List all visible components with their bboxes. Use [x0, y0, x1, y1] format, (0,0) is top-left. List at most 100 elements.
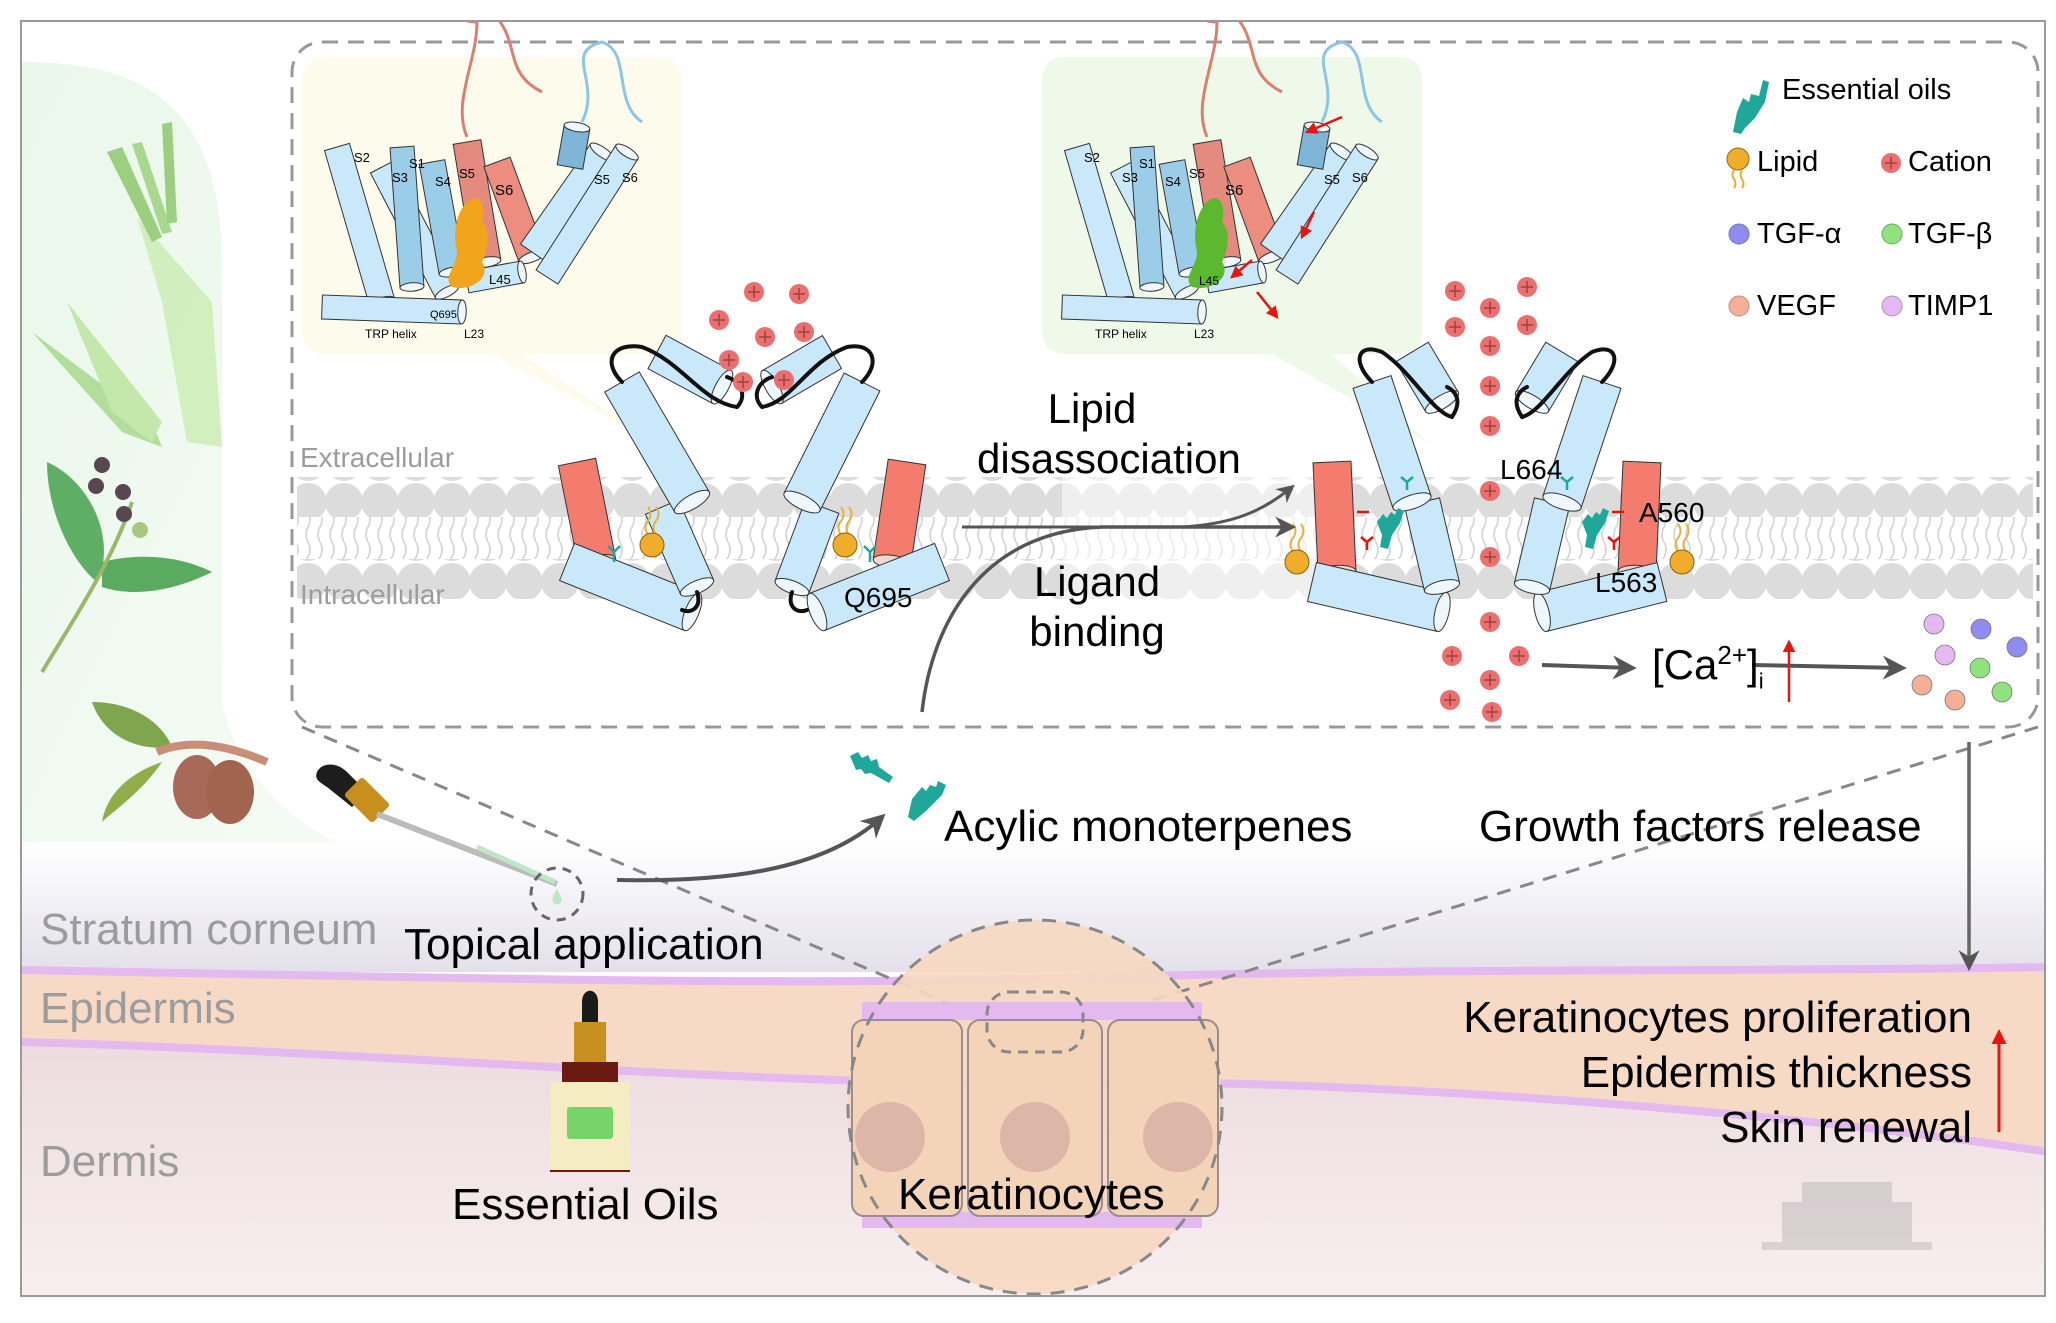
insetL-blue-loop: [580, 40, 643, 124]
topical-application-caption: Topical application: [404, 920, 764, 969]
insetL-short-helix-body: [556, 121, 591, 170]
conformational-change-arrow-0: [1304, 115, 1343, 134]
open-left-s4-helix: [1352, 375, 1432, 512]
growth-factor-dot-4: [1969, 657, 1991, 679]
diagram-canvas: [22, 22, 2044, 1295]
cation-plus: [1484, 551, 1496, 563]
open-left-s4-helix-cap: [1392, 492, 1432, 512]
open-right-pore-helix-body: [1514, 341, 1579, 414]
calcium-charge: 2+: [1717, 640, 1748, 670]
watermark-building: [1762, 1182, 1932, 1250]
cation-plus: [1484, 616, 1496, 628]
growth-factor-dot-5: [1911, 674, 1933, 696]
growth-factor-dot-6: [1944, 689, 1966, 711]
open-right-s4-helix-cap: [1542, 492, 1582, 512]
right-inset-protein-structure: [1061, 22, 1383, 325]
insetR-trp-cap: [1197, 299, 1207, 325]
cation-plus: [778, 374, 790, 386]
cation-2: [789, 284, 809, 304]
residue-a560: A560: [1639, 497, 1705, 528]
insetL-s6-body: [535, 143, 639, 285]
growth-factor-dot-1: [1970, 618, 1992, 640]
keratinocytes-caption: Keratinocytes: [898, 1170, 1165, 1219]
right-inset-helix-s1: S1: [1139, 156, 1155, 171]
cation-plus: [1484, 674, 1496, 686]
open-left-pore-helix-body: [1395, 341, 1460, 414]
cation-11: [1445, 317, 1465, 337]
insetR-s6: [1275, 143, 1379, 285]
cation-plus: [1484, 380, 1496, 392]
cation-cluster: [709, 277, 1537, 722]
left-inset-helix-s5-red: S5: [459, 166, 475, 181]
insetR-trp-body: [1061, 294, 1207, 325]
insetL-s6-cap: [615, 143, 639, 161]
residue-l664: L664: [1500, 454, 1563, 485]
open-left-s4-helix-body: [1352, 375, 1432, 512]
left-inset-helix-s3: S3: [392, 170, 408, 185]
open-right-trp-helix-body: [1533, 561, 1668, 633]
closed-right-lipid-tails: [837, 506, 853, 536]
lipid-disassociation-line1: Lipid: [1047, 385, 1137, 432]
open-right-lipid: [1669, 523, 1695, 575]
insetL-s1-cap: [399, 282, 425, 292]
insetL-short-helix-cap: [563, 121, 591, 133]
closed-left-loop: [609, 344, 745, 410]
channel-cartoons: [557, 334, 1695, 633]
cation-plus: [737, 376, 749, 388]
open-right-s6-helix-cap: [1513, 579, 1551, 595]
ligand-binding-label: Ligand binding: [982, 557, 1212, 657]
closed-left-lipid-tails: [644, 506, 660, 536]
open-right-lipid-tails: [1674, 523, 1690, 553]
cation-21: [1480, 670, 1500, 690]
legend-label-cation: Cation: [1908, 146, 1992, 178]
insetR-trp: [1061, 294, 1207, 325]
cation-plus: [748, 286, 760, 298]
left-inset-helix-s1: S1: [409, 156, 425, 171]
cation-23: [1482, 702, 1502, 722]
insetL-ligand: [448, 198, 488, 288]
figure-frame: Stratum corneum Epidermis Dermis Extrace…: [20, 20, 2046, 1297]
open-right-essential-oil: [1582, 508, 1609, 549]
closed-right-lipid: [832, 506, 858, 558]
open-right-s4-helix-body: [1542, 375, 1622, 512]
cation-10: [1517, 277, 1537, 297]
insetL-s1: [389, 145, 425, 292]
zoom-connector-left: [301, 725, 993, 1024]
cation-12: [1480, 336, 1500, 356]
open-left-s5-helix-body: [1312, 460, 1357, 580]
residue-l563: L563: [1595, 567, 1658, 598]
left-inset-helix-s5: S5: [594, 172, 610, 187]
open-channel-right-subunit: [1513, 341, 1695, 633]
ligand-binding-line2: binding: [1029, 608, 1165, 655]
right-inset-helix-s2: S2: [1084, 150, 1100, 165]
legend-label-tgf-alpha: TGF-α: [1757, 218, 1842, 250]
insetL-short-helix: [556, 121, 591, 170]
closed-left-lipid: [639, 506, 665, 558]
legend-icons: [1726, 80, 1903, 317]
open-left-s5-helix: [1312, 460, 1357, 580]
insetR-s1-body: [1129, 145, 1165, 292]
closed-left-lipid-head: [639, 532, 665, 558]
closed-left-s4-helix: [604, 371, 711, 515]
essential-oil-bottle-icon: [550, 990, 630, 1172]
cation-0: [709, 310, 729, 330]
calcium-base: [Ca: [1652, 641, 1718, 688]
insetL-trp-cap: [457, 299, 467, 325]
insetR-s6-body: [1275, 143, 1379, 285]
left-inset-helix-s6-red: S6: [495, 182, 514, 199]
monoterpene-molecules: [850, 752, 946, 821]
insetR-s1: [1129, 145, 1165, 292]
ligand-binding-arrow: [920, 516, 1297, 713]
legend-label-lipid: Lipid: [1757, 146, 1819, 178]
cation-6: [733, 372, 753, 392]
outcome-skin-renewal: Skin renewal: [1720, 1103, 1972, 1152]
closed-left-s6-helix-body: [644, 499, 715, 597]
closed-right-q695-residue: [863, 545, 877, 562]
cation-13: [1517, 315, 1537, 335]
cation-plus: [759, 331, 771, 343]
lipid-disassociation-label: Lipid disassociation: [977, 384, 1241, 484]
intracellular-label: Intracellular: [300, 579, 445, 610]
keratinocyte-zoom: [846, 918, 1224, 1295]
cation-plus: [1513, 650, 1525, 662]
insetR-trp-side: [1061, 294, 1203, 325]
